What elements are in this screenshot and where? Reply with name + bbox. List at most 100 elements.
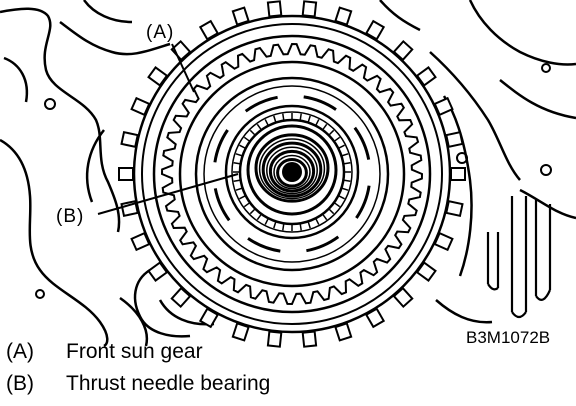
legend-text: Thrust needle bearing xyxy=(66,372,271,395)
needle-roller xyxy=(315,218,320,225)
legend-key: (B) xyxy=(6,372,34,395)
plate-slot xyxy=(247,237,281,253)
spline-tooth xyxy=(392,39,414,62)
housing-bolt-holes xyxy=(35,63,552,299)
needle-roller xyxy=(315,119,320,126)
hub-thread-ring xyxy=(254,133,330,203)
needle-roller xyxy=(344,162,351,165)
inner-rings xyxy=(194,76,390,272)
spline-tooth xyxy=(147,261,169,282)
spline-tooth xyxy=(445,130,464,149)
needle-roller xyxy=(299,113,302,120)
hub-thread-ring xyxy=(258,138,326,200)
spline-tooth xyxy=(392,286,414,309)
plate-slot xyxy=(244,95,278,113)
hub-threads xyxy=(246,124,338,216)
spline-tooth xyxy=(231,6,250,26)
needle-roller xyxy=(264,218,269,225)
needle-roller xyxy=(322,123,328,130)
needle-roller xyxy=(249,129,256,136)
needle-roller xyxy=(334,136,341,142)
leader-line-a xyxy=(171,43,195,93)
plate-slot xyxy=(306,235,340,253)
hub-thread-ring xyxy=(266,146,318,195)
needle-roller xyxy=(273,115,277,122)
plate-slot xyxy=(355,185,371,219)
spline-tooth xyxy=(231,322,250,342)
thrust-needle-bearing xyxy=(224,104,360,240)
needle-roller xyxy=(282,224,285,231)
leader-line-b xyxy=(97,173,239,215)
spline-tooth xyxy=(334,322,353,342)
needle-roller xyxy=(342,153,349,157)
spline-tooth xyxy=(266,0,283,18)
spline-tooth xyxy=(433,96,454,117)
hub-thread-ring xyxy=(261,141,323,198)
plate-slot xyxy=(213,188,231,222)
callout-b: (B) xyxy=(56,206,84,227)
needle-roller xyxy=(256,214,262,221)
needle-roller xyxy=(233,162,240,165)
needle-roller xyxy=(233,179,240,182)
needle-roller xyxy=(299,224,302,231)
needle-roller xyxy=(282,113,285,120)
inner-plate-ring xyxy=(203,85,381,263)
leader-lines xyxy=(97,43,239,215)
legend-item-b: (B) Thrust needle bearing xyxy=(6,372,270,396)
hub-thread-ring xyxy=(268,149,316,193)
bearing-ring xyxy=(238,118,346,226)
front-sun-gear-teeth xyxy=(160,42,424,306)
hub-thread-ring xyxy=(273,154,311,190)
needle-roller xyxy=(273,222,277,229)
spline-tooth xyxy=(170,286,192,309)
inner-plate-ring xyxy=(194,76,390,272)
spline-tooth xyxy=(450,167,466,181)
spline-tooth xyxy=(130,96,151,117)
legend-text: Front sun gear xyxy=(66,340,203,363)
callout-a: (A) xyxy=(146,22,174,43)
drum-ring xyxy=(152,34,432,314)
needle-roller xyxy=(256,123,262,130)
spline-tooth xyxy=(198,307,220,329)
spline-tooth xyxy=(433,231,454,252)
needle-roller xyxy=(235,187,242,191)
needle-roller xyxy=(334,202,341,208)
legend-item-a: (A) Front sun gear xyxy=(6,340,203,364)
hub-outer xyxy=(246,124,338,216)
needle-roller xyxy=(307,115,311,122)
needle-roller xyxy=(344,179,351,182)
spline-tooth xyxy=(364,19,386,41)
spline-tooth xyxy=(120,130,139,149)
spline-tooth xyxy=(301,0,318,18)
bearing-ring xyxy=(231,111,353,233)
figure-code: B3M1072B xyxy=(466,328,550,347)
plate-slot xyxy=(213,129,229,163)
housing-ribs xyxy=(486,196,552,319)
spline-tooth xyxy=(198,19,220,41)
spline-tooth xyxy=(415,66,437,87)
needle-roller xyxy=(338,195,345,200)
needle-roller xyxy=(235,153,242,157)
needle-roller xyxy=(338,144,345,149)
spline-tooth xyxy=(415,261,437,282)
needle-roller xyxy=(264,119,269,126)
needle-roller xyxy=(243,136,250,142)
spline-tooth xyxy=(445,199,464,218)
needle-roller xyxy=(239,195,246,200)
spline-tooth xyxy=(266,330,283,348)
plate-slot xyxy=(303,95,337,111)
hub-thread-ring xyxy=(276,158,308,188)
spline-tooth xyxy=(301,330,318,348)
needle-roller xyxy=(322,214,328,221)
legend-key: (A) xyxy=(6,340,34,363)
spline-tooth xyxy=(118,167,134,181)
spline-tooth xyxy=(334,6,353,26)
needle-roller xyxy=(328,129,335,136)
needle-roller xyxy=(342,187,349,191)
bearing-ring xyxy=(224,104,360,240)
needle-roller xyxy=(307,222,311,229)
drum-ring xyxy=(141,23,443,325)
needle-roller xyxy=(249,208,256,215)
